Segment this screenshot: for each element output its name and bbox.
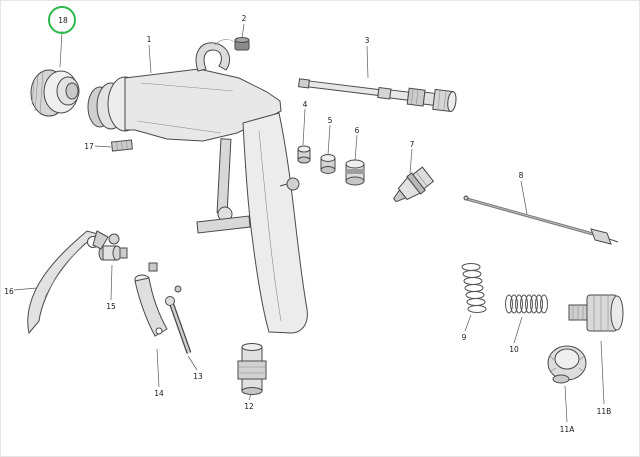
part-label-3: 3 [365,36,370,45]
part-14-lever-tube [134,262,168,337]
part-12-coupling [237,343,267,395]
part-label-5: 5 [328,116,333,125]
part-17-clip [110,139,133,152]
part-label-14: 14 [154,389,164,398]
part-11a-knob [547,345,587,384]
part-6-nut [345,159,365,186]
part-label-7: 7 [410,140,415,149]
part-label-4: 4 [303,100,308,109]
part-1-gun-body [87,39,308,334]
highlight-circle-part-18 [48,6,76,34]
part-label-2: 2 [242,14,247,23]
part-label-1: 1 [147,35,152,44]
part-label-8: 8 [519,171,524,180]
part-10-spring [505,294,548,314]
part-label-12: 12 [244,402,254,411]
part-2-cap [234,37,250,51]
part-8-needle-rod [463,195,619,245]
part-labels: 18 1 2 3 4 5 6 7 8 9 10 11A 11B 12 13 14… [4,14,611,434]
part-label-10: 10 [509,345,519,354]
part-label-16: 16 [4,287,14,296]
part-label-13: 13 [193,372,203,381]
part-13-pin [165,285,192,354]
part-16-trigger-lever [27,230,109,335]
part-label-9: 9 [462,333,467,342]
part-4-seal-ring [297,145,311,164]
part-18-air-cap [30,69,80,117]
part-9-spring [461,263,487,313]
part-label-11a: 11A [560,425,576,434]
part-label-15: 15 [106,302,116,311]
part-3-tube-assembly [297,78,457,113]
leader-lines [13,23,605,423]
part-7-nozzle-tip [392,166,435,203]
part-15-valve [98,233,128,261]
part-5-washer [320,154,336,174]
part-label-17: 17 [84,142,94,151]
part-label-6: 6 [355,126,360,135]
part-label-18: 18 [58,16,68,25]
part-11b-adjusting-knob [568,294,624,332]
part-label-11b: 11B [597,407,612,416]
